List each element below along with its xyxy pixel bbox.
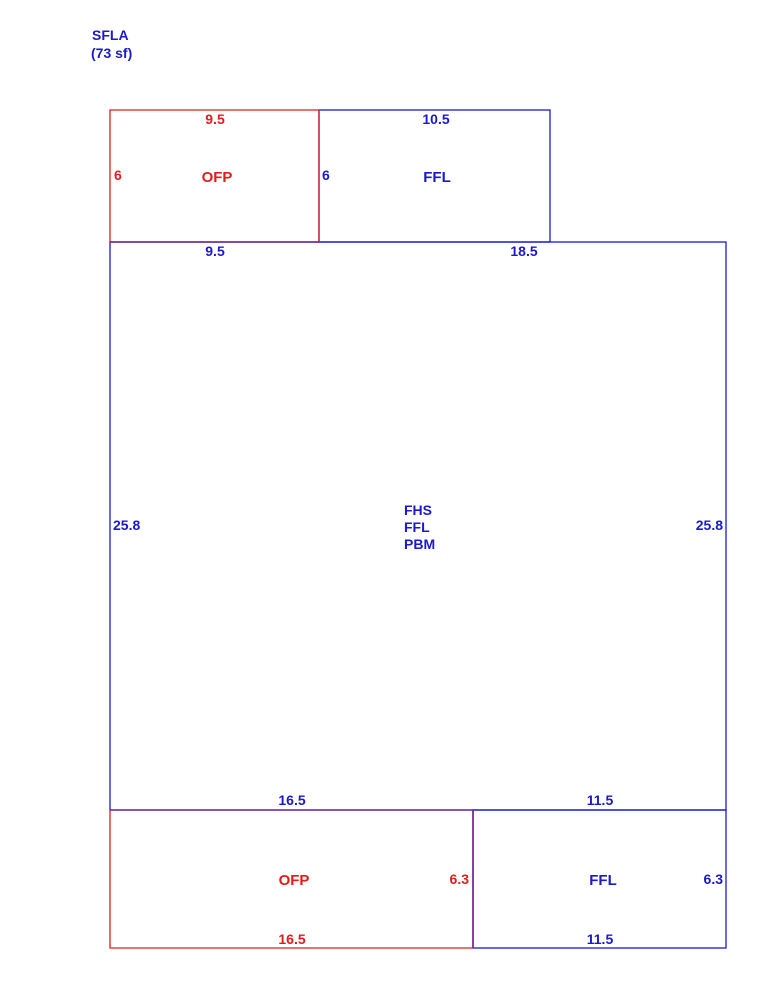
bottom-porch-right-dimension: 6.3	[449, 871, 469, 887]
top-porch-left-dimension: 6	[114, 167, 122, 183]
main-bottom-left-dimension: 16.5	[278, 792, 306, 808]
main-right-dimension: 25.8	[695, 517, 723, 533]
main-left-dimension: 25.8	[113, 517, 141, 533]
top-ffl-top-dimension: 10.5	[422, 111, 450, 127]
bottom-ffl-bottom-dimension: 11.5	[586, 931, 614, 947]
top-porch-code: OFP	[201, 169, 233, 186]
sketch-area-total: (73 sf)	[91, 45, 133, 61]
sketch-title: SFLA	[92, 27, 129, 43]
main-area-code-1: FHS	[404, 502, 432, 518]
top-porch-top-dimension: 9.5	[205, 111, 225, 127]
top-ffl-code: FFL	[423, 169, 451, 186]
bottom-ffl-code: FFL	[589, 872, 617, 889]
bottom-porch-code: OFP	[278, 872, 310, 889]
main-area-code-2: FFL	[404, 519, 430, 535]
main-bottom-right-dimension: 11.5	[586, 792, 614, 808]
top-ffl-left-dimension: 6	[322, 167, 330, 183]
main-area-code-3: PBM	[404, 536, 436, 552]
main-top-right-dimension: 18.5	[510, 243, 538, 259]
top-porch-bottom-dimension: 9.5	[205, 243, 225, 259]
bottom-porch-bottom-dimension: 16.5	[278, 931, 306, 947]
bottom-ffl-right-dimension: 6.3	[703, 871, 723, 887]
